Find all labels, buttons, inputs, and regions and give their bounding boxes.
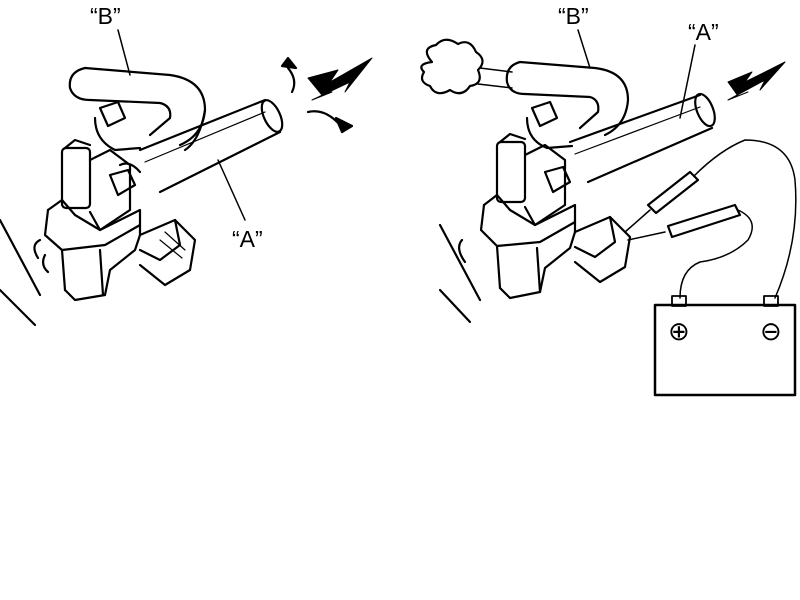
right-hose-b [505, 60, 630, 137]
right-air-cloud [420, 38, 513, 95]
left-hose-clamps [93, 100, 142, 197]
left-label-hose-b: “B” [90, 3, 121, 29]
left-hose-b [68, 66, 207, 152]
left-connector [138, 218, 197, 287]
right-label-hose-a: “A” [688, 19, 719, 45]
left-figure: “B” “A” [0, 3, 373, 327]
battery-negative-terminal-symbol: ⊖ [760, 317, 782, 347]
left-label-b-leader [117, 29, 131, 76]
left-air-flow-arrows [280, 56, 354, 134]
right-engine-outline [438, 223, 482, 324]
left-label-a-leader [217, 159, 246, 221]
right-label-hose-b: “B” [558, 3, 589, 29]
right-input-arrow [727, 61, 786, 101]
left-engine-outline [0, 218, 50, 327]
right-label-b-leader [577, 29, 591, 69]
right-figure: ⊕ ⊖ “B” “A” [420, 3, 797, 397]
left-input-arrow [307, 57, 373, 101]
right-hose-clamps [525, 100, 574, 194]
right-connector [573, 215, 632, 284]
right-test-leads [624, 139, 797, 299]
left-label-hose-a: “A” [232, 226, 263, 252]
right-vsv-body [479, 132, 577, 300]
battery-positive-terminal-symbol: ⊕ [668, 317, 690, 347]
battery: ⊕ ⊖ [653, 295, 797, 397]
left-hose-a [138, 98, 284, 194]
right-label-a-leader [679, 44, 696, 119]
right-hose-a [568, 92, 716, 184]
